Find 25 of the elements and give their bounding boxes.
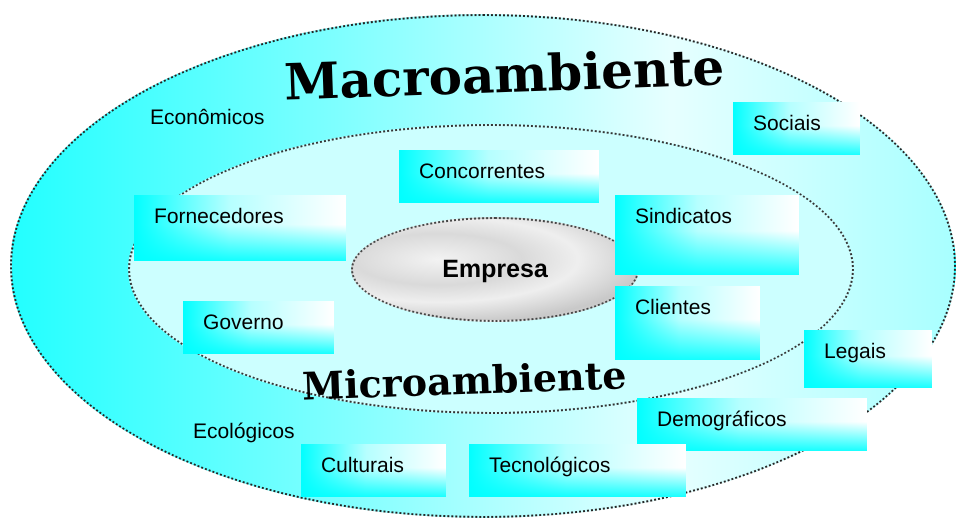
box-label: Sociais [753, 112, 821, 136]
ellipse-heading: Microambiente [301, 356, 627, 406]
factor-label: Econômicos [150, 106, 264, 130]
gradient-box [183, 301, 334, 354]
box-label: Governo [203, 311, 284, 335]
gradient-box [301, 444, 446, 497]
box-label: Concorrentes [419, 160, 546, 184]
box-label: Culturais [321, 454, 404, 478]
gradient-box [399, 150, 599, 203]
box-label: Legais [824, 340, 886, 364]
gradient-box [615, 286, 760, 360]
ellipse-heading: Macroambiente [283, 42, 725, 108]
center-label: Empresa [442, 255, 548, 284]
factor-label: Ecológicos [193, 420, 295, 444]
box-label: Tecnológicos [489, 454, 610, 478]
box-label: Demográficos [657, 408, 787, 432]
gradient-box [469, 444, 686, 497]
gradient-box [134, 195, 346, 261]
box-label: Clientes [635, 296, 711, 320]
box-label: Fornecedores [154, 205, 284, 229]
box-label: Sindicatos [635, 205, 732, 229]
gradient-box [615, 195, 799, 275]
gradient-box [733, 102, 860, 155]
gradient-box [637, 398, 867, 451]
gradient-box [804, 330, 932, 388]
